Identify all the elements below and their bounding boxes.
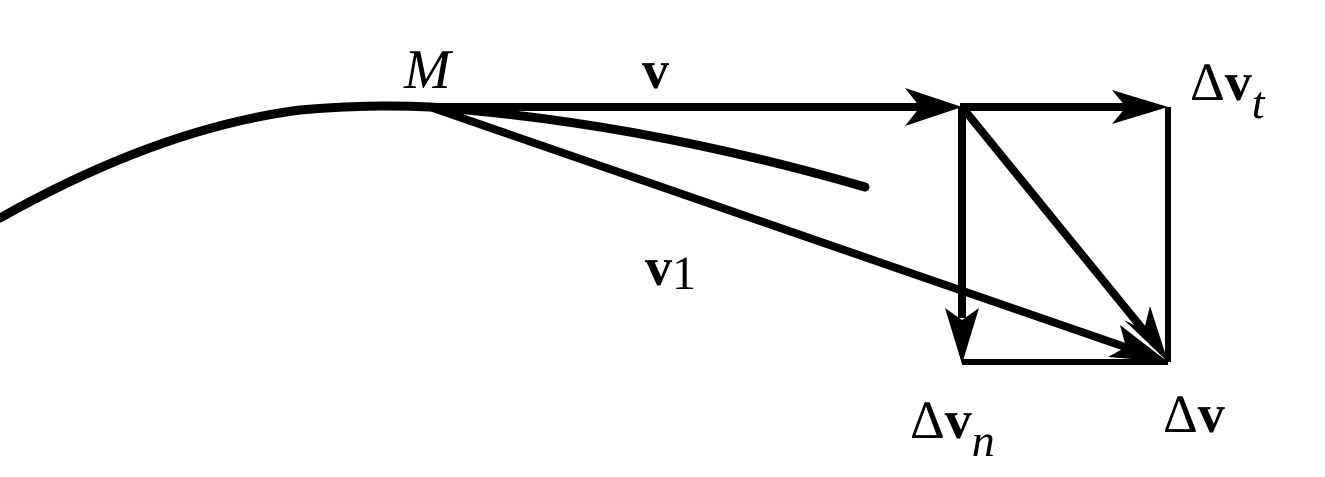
delta-v-symbol: v bbox=[1198, 384, 1225, 444]
delta-vn-delta: Δ bbox=[910, 390, 945, 450]
trajectory-continuation bbox=[425, 102, 870, 192]
delta-vn-subscript: n bbox=[972, 415, 995, 466]
delta-vt-label: Δvt bbox=[1190, 52, 1266, 128]
velocity-v1-symbol: v bbox=[645, 237, 672, 297]
delta-vn-symbol: v bbox=[945, 390, 972, 450]
velocity-v1-subscript: 1 bbox=[672, 247, 696, 300]
delta-vn-label: Δvn bbox=[910, 390, 995, 466]
velocity-v1-arrowhead bbox=[1108, 325, 1168, 362]
point-m-label: M bbox=[403, 39, 454, 101]
trajectory-curve bbox=[0, 101, 435, 223]
delta-vn-arrowhead bbox=[945, 308, 979, 364]
delta-v-label: Δv bbox=[1163, 384, 1225, 444]
velocity-v-arrowhead bbox=[905, 88, 962, 126]
delta-vt-subscript: t bbox=[1252, 77, 1266, 128]
delta-v-vector bbox=[958, 104, 1149, 335]
delta-vt-symbol: v bbox=[1225, 52, 1252, 112]
velocity-v-label: v bbox=[642, 40, 669, 100]
velocity-v1-label: v1 bbox=[645, 237, 696, 300]
delta-vt-delta: Δ bbox=[1190, 52, 1225, 112]
delta-v-arrowhead bbox=[1124, 306, 1168, 362]
delta-v-delta: Δ bbox=[1163, 384, 1198, 444]
velocity-vector-v1 bbox=[428, 103, 1130, 352]
delta-vt-arrowhead bbox=[1112, 90, 1168, 124]
